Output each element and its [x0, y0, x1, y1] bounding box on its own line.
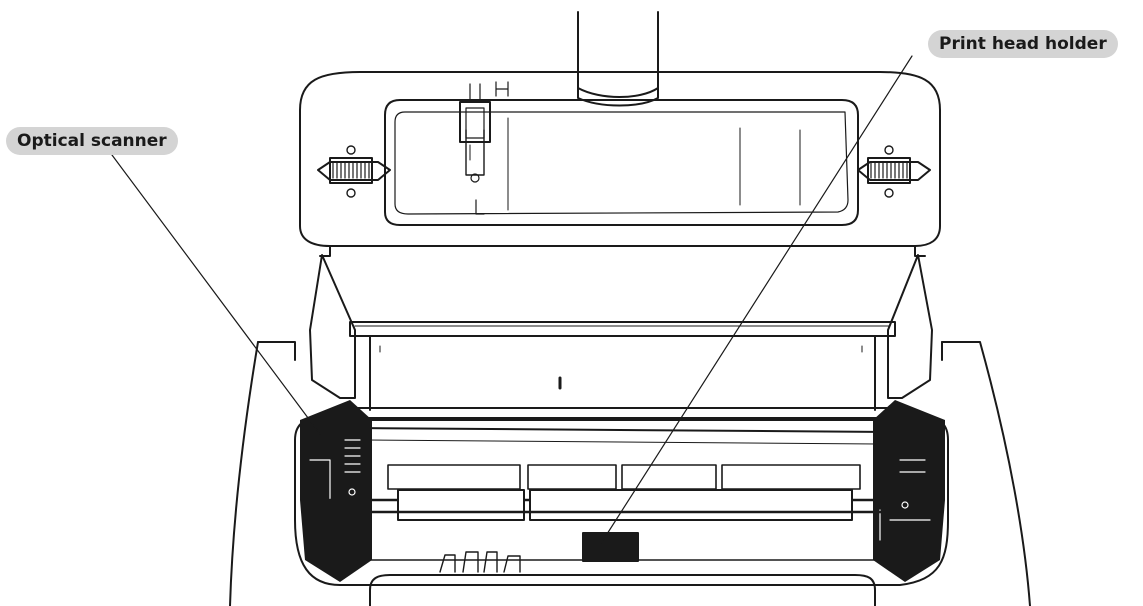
carry-handle — [577, 11, 659, 107]
paper-tray — [369, 574, 876, 606]
printer-body — [229, 341, 1031, 606]
leader-lines — [111, 55, 913, 546]
print-head-holder-label: Print head holder — [928, 30, 1118, 58]
open-lid — [299, 71, 941, 257]
print-head-holder-leader — [599, 55, 913, 546]
lid-hinge-arms — [309, 254, 933, 399]
platen-roller — [328, 489, 907, 521]
optical-scanner-label: Optical scanner — [6, 127, 178, 155]
cover-plate — [349, 321, 896, 411]
right-knob — [857, 145, 931, 198]
print-head-carriage — [357, 532, 881, 573]
left-knob — [317, 145, 391, 198]
optical-scanner-leader — [111, 154, 321, 435]
paper-guides — [387, 464, 861, 490]
mechanism-details — [309, 439, 931, 541]
mechanism-dark-areas — [300, 400, 945, 582]
